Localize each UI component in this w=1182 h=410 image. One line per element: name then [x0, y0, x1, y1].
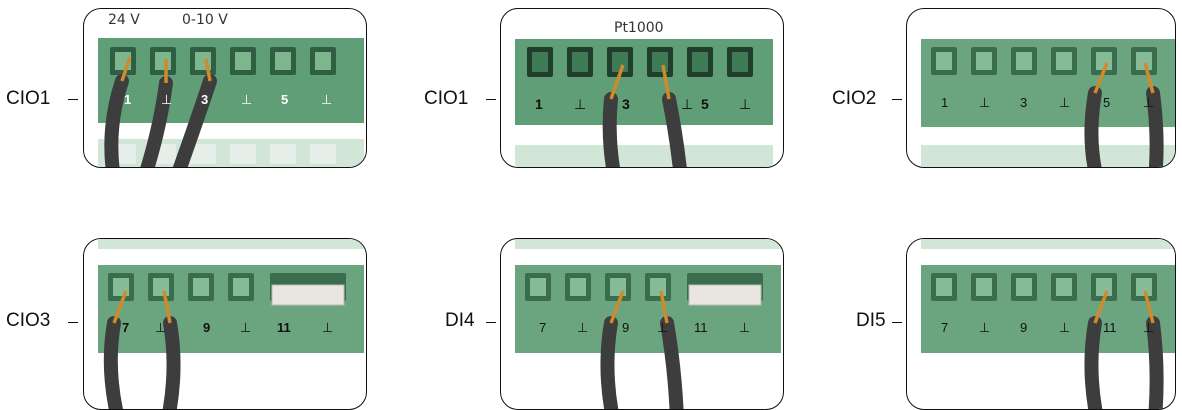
pin-label: 9: [203, 320, 211, 335]
caption-0-10v: 0-10 V: [182, 12, 228, 28]
pin-label: 3: [1020, 95, 1028, 110]
pin-label: 7: [122, 320, 130, 335]
connector-label: DI4: [445, 310, 475, 331]
terminal-block-frame: 1 ⊥ 3 ⊥ 5 ⊥: [906, 8, 1176, 168]
pin-label: 1: [941, 95, 949, 110]
ground-symbol: ⊥: [1059, 320, 1071, 335]
pin-label: 9: [1020, 320, 1028, 335]
pin-label: 9: [622, 320, 630, 335]
connector-label: DI5: [856, 310, 886, 331]
pin-label: 7: [941, 320, 949, 335]
pin-label: 5: [701, 96, 709, 112]
ground-symbol: ⊥: [574, 96, 587, 112]
ground-symbol: ⊥: [155, 320, 167, 335]
terminal-block-frame: Pt1000: [500, 8, 784, 168]
ground-symbol: ⊥: [979, 320, 991, 335]
terminal-block-frame: 7 ⊥ 9 ⊥ 11 ⊥: [83, 238, 367, 410]
ground-symbol: ⊥: [979, 95, 991, 110]
pin-label: 1: [535, 96, 543, 112]
caption-24v: 24 V: [108, 12, 140, 28]
terminal-block-frame: 7 ⊥ 9 ⊥ 11 ⊥: [906, 238, 1176, 410]
pin-label: 11: [277, 320, 291, 335]
pin-label: 1: [124, 92, 132, 107]
ground-symbol: ⊥: [161, 92, 173, 107]
leader-line: [486, 322, 496, 323]
ground-symbol: ⊥: [240, 320, 252, 335]
connector-label: CIO3: [6, 310, 51, 331]
leader-line: [892, 322, 902, 323]
pin-label: 5: [281, 92, 289, 107]
terminal-block-drawing: [98, 239, 364, 409]
ground-symbol: ⊥: [739, 96, 752, 112]
pin-label: 11: [1103, 320, 1117, 335]
leader-line: [486, 99, 496, 100]
terminal-block-drawing: [515, 39, 773, 167]
ground-symbol: ⊥: [241, 92, 253, 107]
leader-line: [68, 322, 78, 323]
connector-label: CIO1: [6, 88, 51, 109]
terminal-block-drawing: [515, 239, 781, 409]
ground-symbol: ⊥: [322, 320, 334, 335]
caption-pt1000: Pt1000: [614, 20, 664, 36]
pin-label: 11: [694, 320, 708, 335]
pin-label: 7: [539, 320, 547, 335]
ground-symbol: ⊥: [1059, 95, 1071, 110]
leader-line: [892, 99, 902, 100]
terminal-block-drawing: [98, 38, 364, 167]
ground-symbol: ⊥: [1143, 320, 1155, 335]
terminal-block-frame: 24 V 0-10 V: [83, 8, 367, 168]
ground-symbol: ⊥: [577, 320, 589, 335]
pin-label: 5: [1103, 95, 1111, 110]
ground-symbol: ⊥: [1143, 95, 1155, 110]
ground-symbol: ⊥: [657, 320, 669, 335]
terminal-block-drawing: [921, 239, 1175, 409]
pin-label: 3: [622, 96, 630, 112]
ground-symbol: ⊥: [681, 96, 694, 112]
pin-label: 3: [201, 92, 209, 107]
ground-symbol: ⊥: [321, 92, 333, 107]
terminal-block-frame: 7 ⊥ 9 ⊥ 11 ⊥: [500, 238, 784, 410]
terminal-block-drawing: [921, 39, 1175, 167]
leader-line: [68, 99, 78, 100]
connector-label: CIO2: [832, 88, 877, 109]
connector-label: CIO1: [424, 88, 469, 109]
ground-symbol: ⊥: [739, 320, 751, 335]
